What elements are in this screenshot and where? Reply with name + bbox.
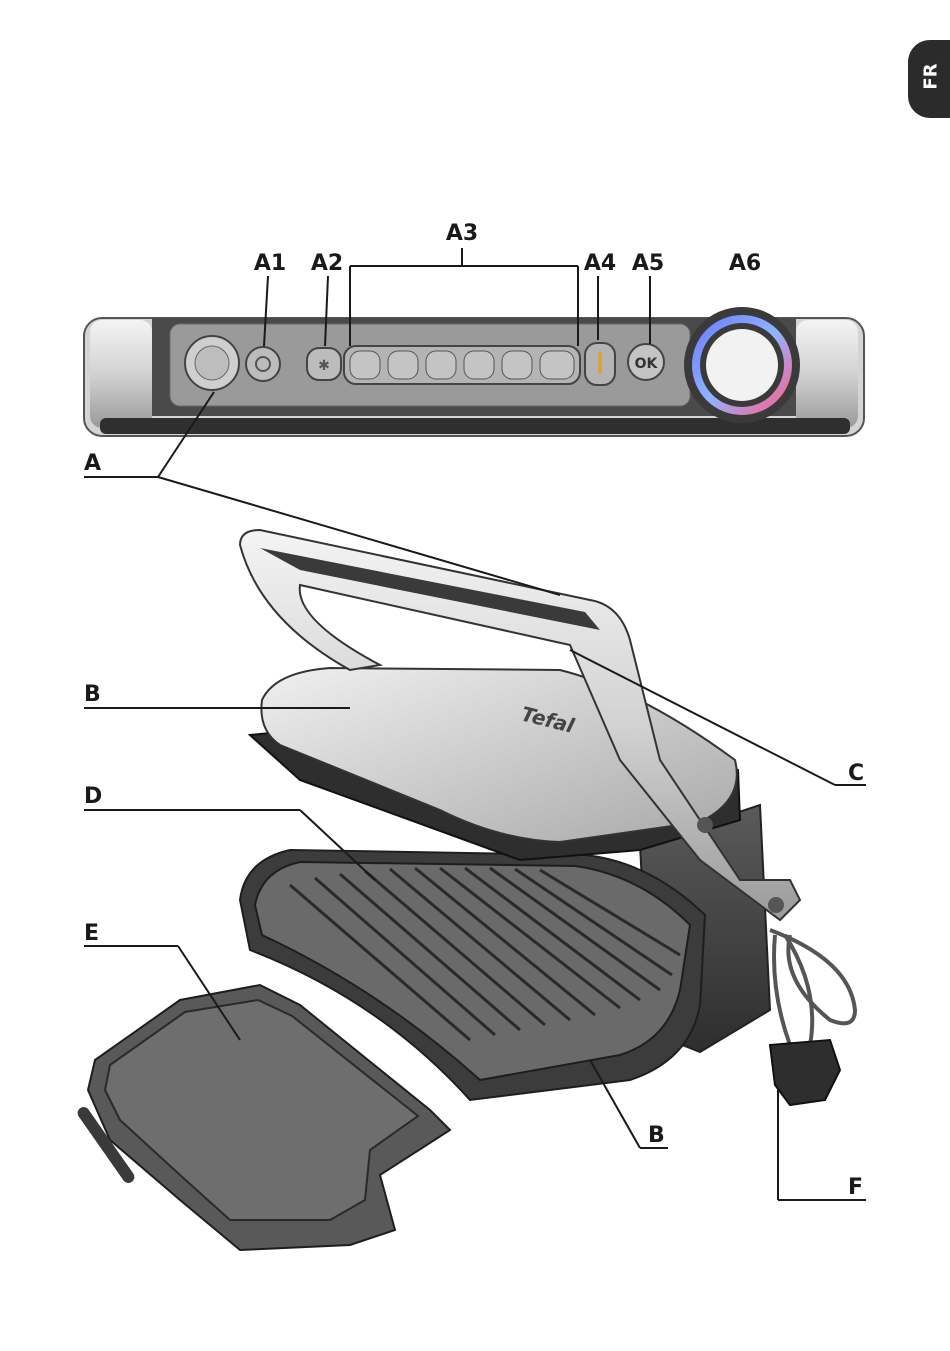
manual-mode-button[interactable] [585, 343, 615, 385]
power-button[interactable] [246, 347, 280, 381]
label-e: E [84, 921, 99, 946]
hinge-screw-2 [768, 897, 784, 913]
program-meat-button[interactable] [502, 351, 532, 379]
label-c: C [848, 761, 864, 786]
cooking-indicator-dial [684, 307, 800, 423]
label-a6: A6 [729, 251, 761, 276]
program-buttons [344, 346, 580, 384]
label-b-top: B [84, 682, 101, 707]
program-sausage-button[interactable] [464, 351, 494, 379]
ok-button[interactable]: OK [628, 344, 664, 380]
label-a2: A2 [311, 251, 343, 276]
label-a5: A5 [632, 251, 664, 276]
label-f: F [848, 1175, 863, 1200]
snowflake-icon: ✱ [318, 358, 330, 374]
power-cord [770, 930, 855, 1045]
label-a4: A4 [584, 251, 616, 276]
program-burger-button[interactable] [350, 351, 380, 379]
program-fish-button[interactable] [540, 351, 574, 379]
power-plug [770, 1040, 840, 1105]
ok-button-label: OK [635, 356, 659, 372]
frozen-button[interactable]: ✱ [307, 348, 341, 380]
hinge-screw [697, 817, 713, 833]
label-b-bottom: B [648, 1123, 665, 1148]
control-panel: ✱ OK [84, 307, 864, 436]
label-d: D [84, 784, 102, 809]
program-poultry-button[interactable] [388, 351, 418, 379]
label-a1: A1 [254, 251, 286, 276]
label-a3: A3 [446, 221, 478, 246]
program-panini-button[interactable] [426, 351, 456, 379]
navigation-wheel[interactable] [185, 336, 239, 390]
label-a: A [84, 451, 101, 476]
